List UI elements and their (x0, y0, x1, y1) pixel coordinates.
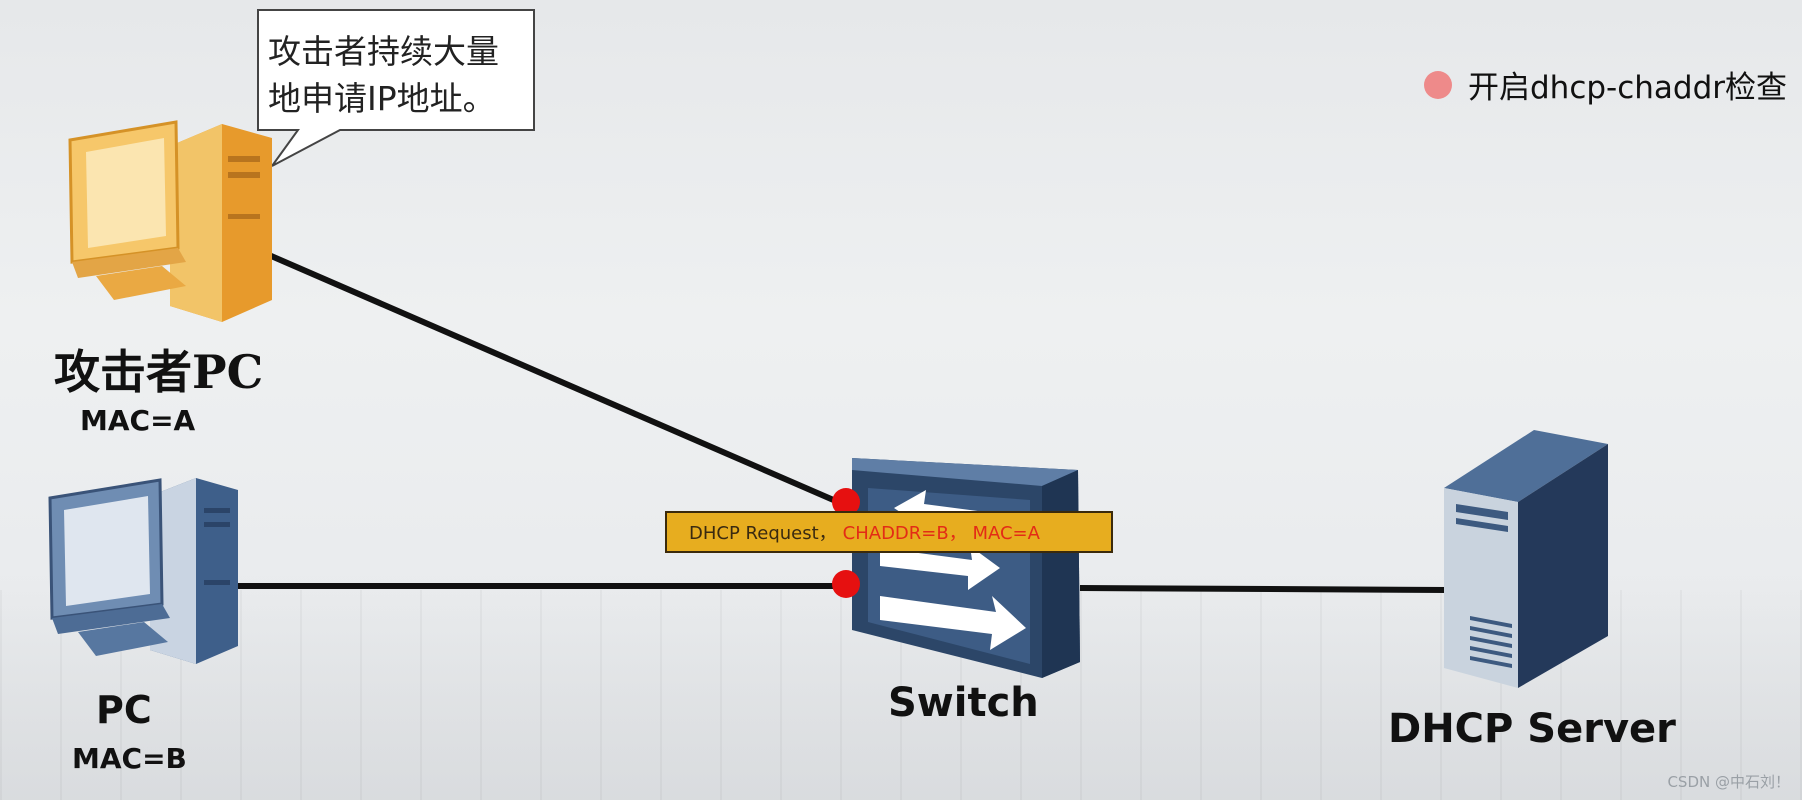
link-switch-server (1079, 585, 1448, 593)
port-dot-attacker (832, 488, 860, 516)
watermark: CSDN @中石刘！ (1667, 773, 1790, 791)
bubble-line-2: 地申请IP地址。 (268, 79, 496, 118)
attacker-computer-icon (68, 120, 272, 322)
legend-dot-icon (1424, 70, 1452, 99)
legend-label: 开启dhcp-chaddr检查 (1468, 70, 1788, 106)
attacker-pc-title: 攻击者PC (54, 345, 264, 399)
dhcp-request-message: DHCP Request， CHADDR=B， MAC=A (665, 511, 1113, 553)
legend: 开启dhcp-chaddr检查 (1424, 62, 1787, 107)
pc-computer-icon (48, 478, 238, 664)
switch-icon (852, 458, 1080, 678)
attacker-pc-mac: MAC=A (80, 404, 196, 437)
message-detail-label: CHADDR=B， MAC=A (842, 523, 1040, 544)
switch-title: Switch (888, 680, 1039, 726)
speech-bubble-text: 攻击者持续大量 地申请IP地址。 (268, 28, 499, 122)
pc-title: PC (96, 688, 152, 732)
link-attacker-switch (260, 249, 847, 508)
pc-mac: MAC=B (72, 742, 187, 775)
server-icon (1444, 430, 1608, 688)
port-dot-pc (832, 570, 860, 598)
speech-bubble (257, 9, 535, 167)
server-title: DHCP Server (1388, 706, 1676, 752)
bubble-line-1: 攻击者持续大量 (268, 32, 499, 71)
message-request-label: DHCP Request， (689, 523, 837, 544)
